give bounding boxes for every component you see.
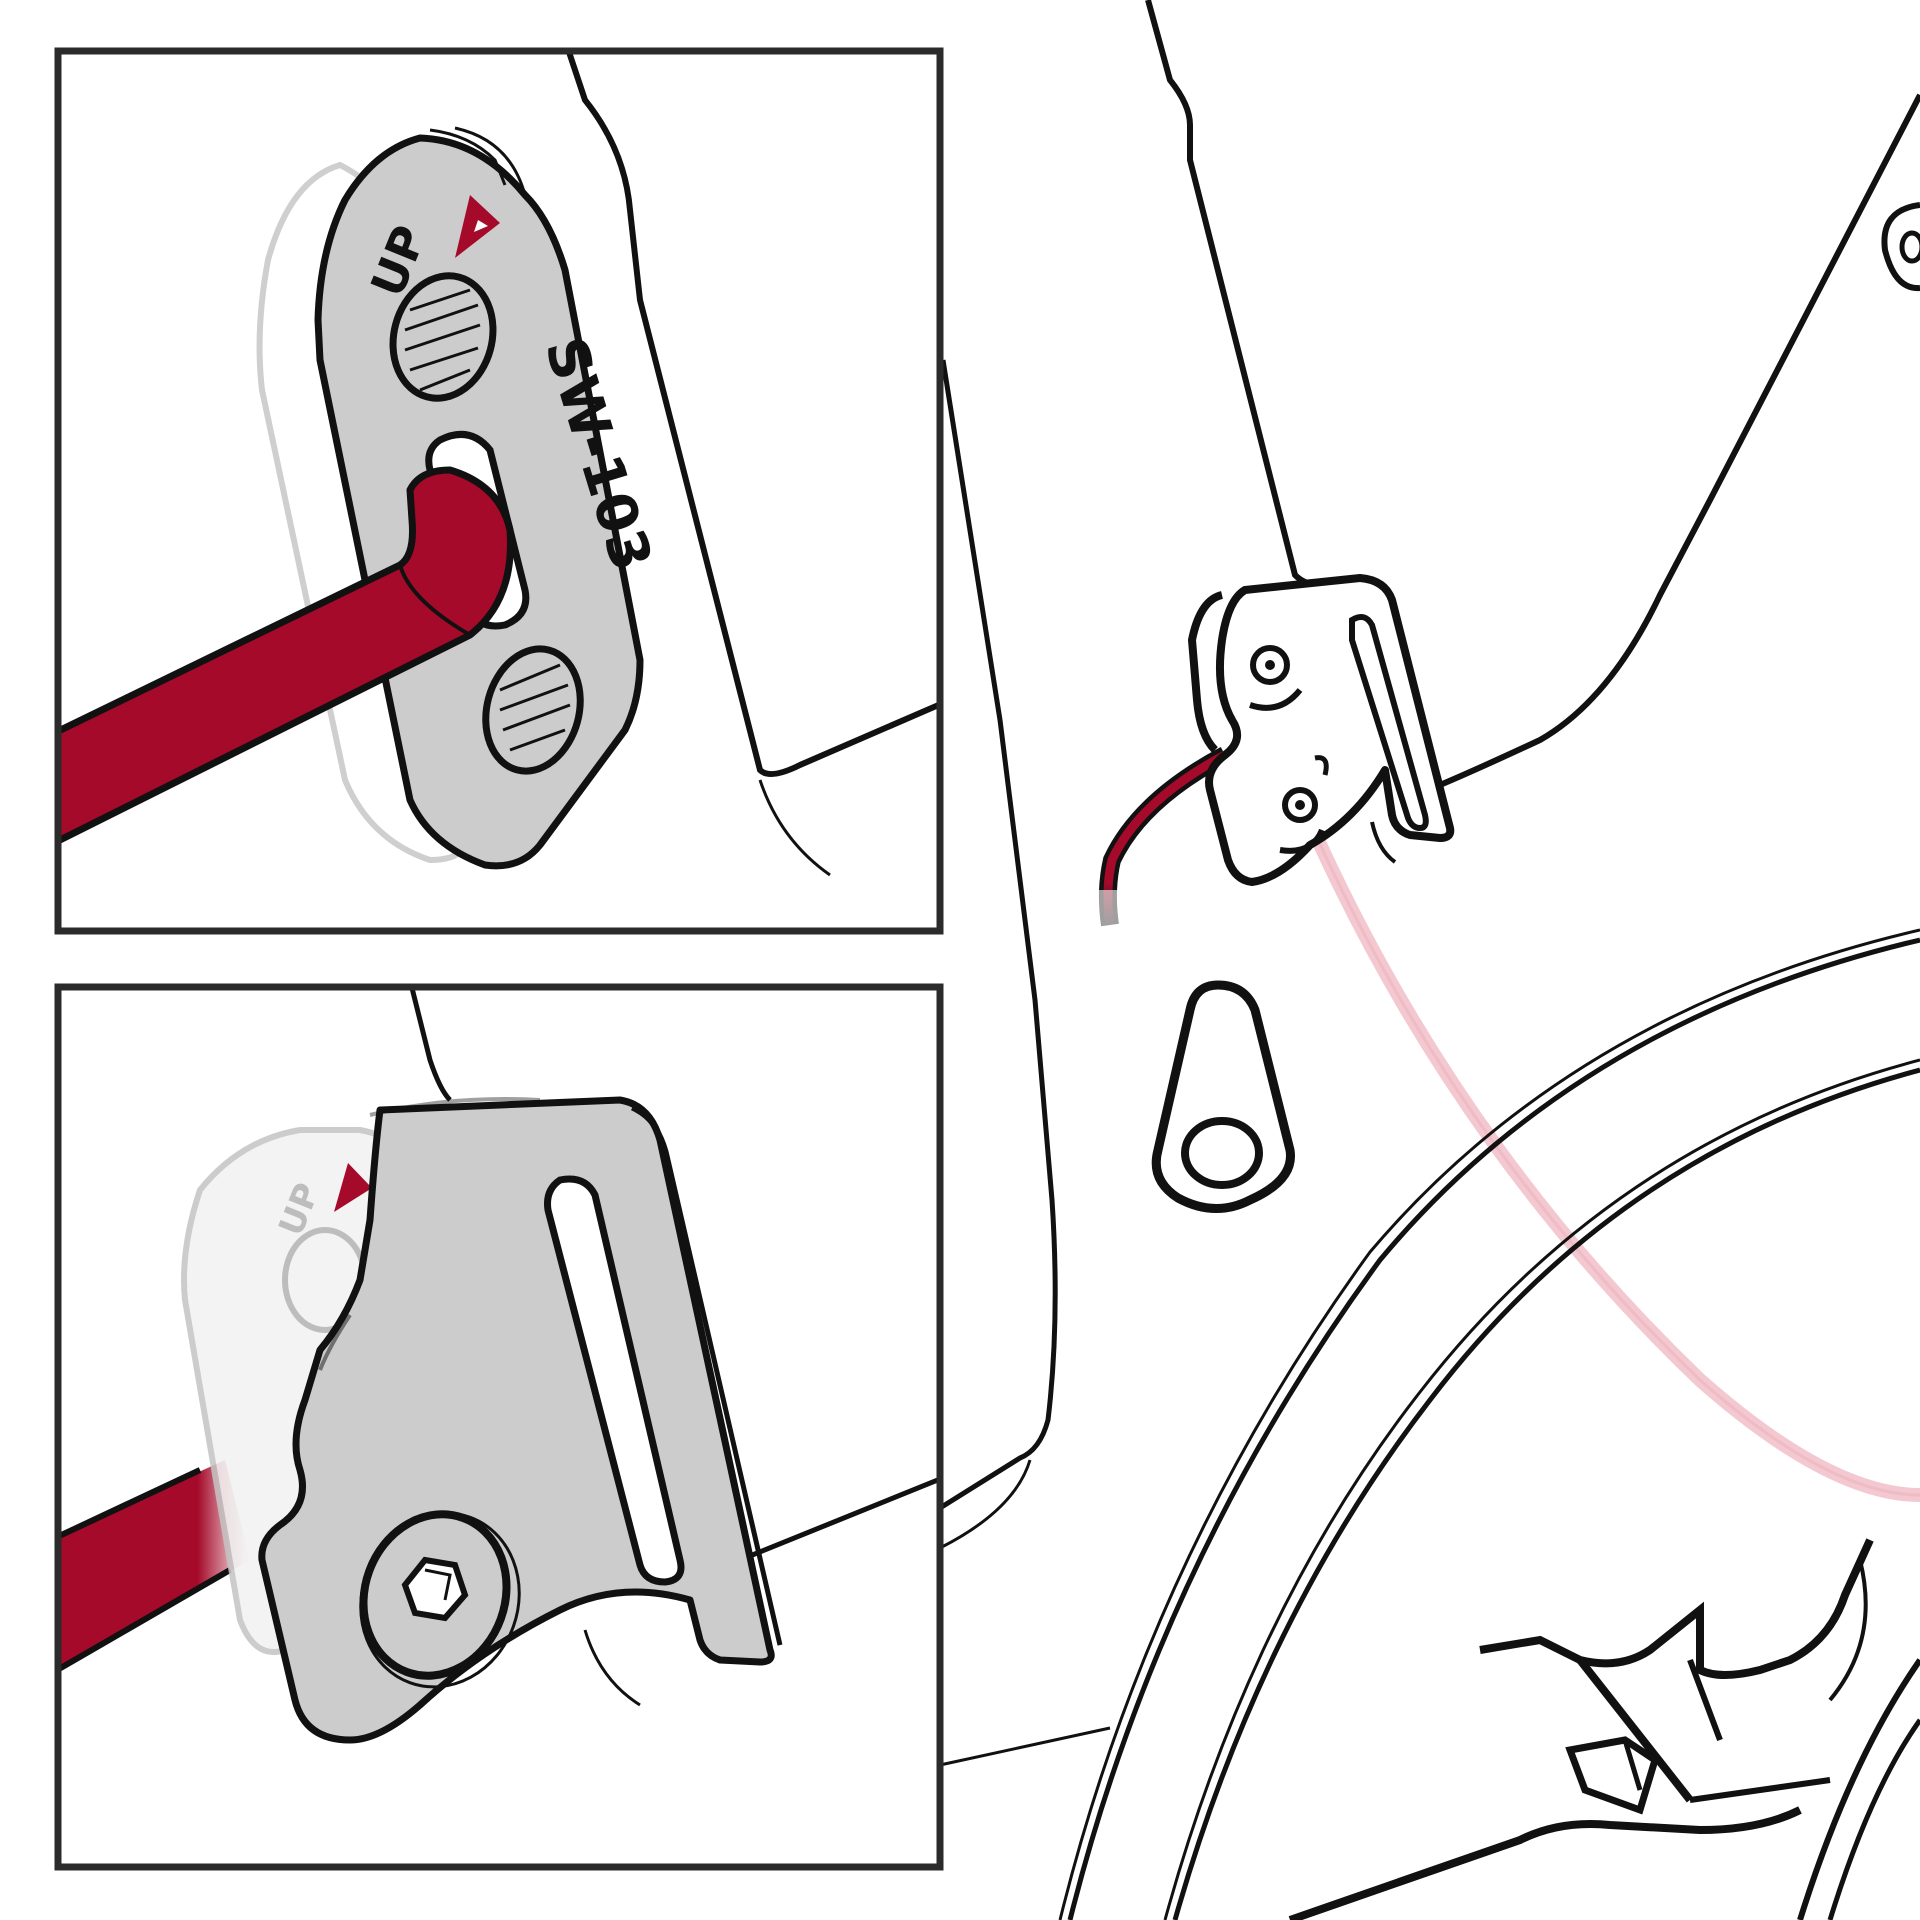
derailleur-hanger-icon xyxy=(1187,574,1455,886)
frame-tube-edge xyxy=(938,359,1058,1511)
derailleur-barrel-icon xyxy=(1565,1736,1660,1815)
derailleur-cable-ghost xyxy=(1311,837,1920,1502)
wheel-rim-inner xyxy=(1172,1067,1920,1920)
inset-top-border xyxy=(54,47,944,935)
inset-bottom: UP xyxy=(54,983,944,1871)
hanger-body xyxy=(1205,574,1455,886)
inset-top-frame-edge-curl xyxy=(758,779,831,877)
hanger-slot xyxy=(1349,613,1429,832)
wheel-rim-outer-2 xyxy=(1058,928,1920,1920)
hanger-upper-bolt-icon xyxy=(1250,645,1290,685)
frame-tube-edge-lower xyxy=(939,1459,1032,1550)
frame-dropout-outline xyxy=(1145,0,1321,588)
inset-top-lower-bolt-icon xyxy=(482,645,584,775)
hanger-back-plate xyxy=(1187,591,1224,753)
inset-bottom-frame-edge xyxy=(409,987,452,1102)
inset-top-frame-edge xyxy=(565,51,940,777)
derailleur-cable-ghost-edge xyxy=(1316,839,1920,1497)
derailleur-body xyxy=(1288,1806,1802,1920)
inset-top-hex-wrench-icon xyxy=(58,466,514,845)
wheel-rim-outer xyxy=(1067,937,1920,1920)
main-view xyxy=(938,0,1920,1920)
dropout-teardrop-bore xyxy=(1181,1117,1263,1189)
frame-eyelet-icon xyxy=(1881,202,1920,292)
wheel-tire-lower xyxy=(1797,1658,1920,1920)
inset-bottom-hex-wrench-icon xyxy=(58,1460,250,1670)
wheel-rim-inner-2 xyxy=(1163,1058,1920,1920)
inset-bottom-ghost-up-arrow-icon xyxy=(334,1163,372,1212)
inset-bottom-border xyxy=(54,983,944,1871)
inset-bottom-hanger-slot xyxy=(544,1175,685,1586)
wheel-tire-lower-2 xyxy=(1827,1718,1920,1920)
frame-seatstay-outline xyxy=(1438,93,1920,788)
inset-bottom-chainstay-line xyxy=(739,1476,940,1563)
hanger-lower-bolt-icon xyxy=(1282,787,1318,823)
chainstay-lower-line xyxy=(939,1726,1111,1767)
derailleur-pulley-arm xyxy=(1479,1538,1874,1679)
frame-eyelet-inner xyxy=(1899,230,1920,264)
inset-top: UP SW-103 xyxy=(54,47,944,935)
